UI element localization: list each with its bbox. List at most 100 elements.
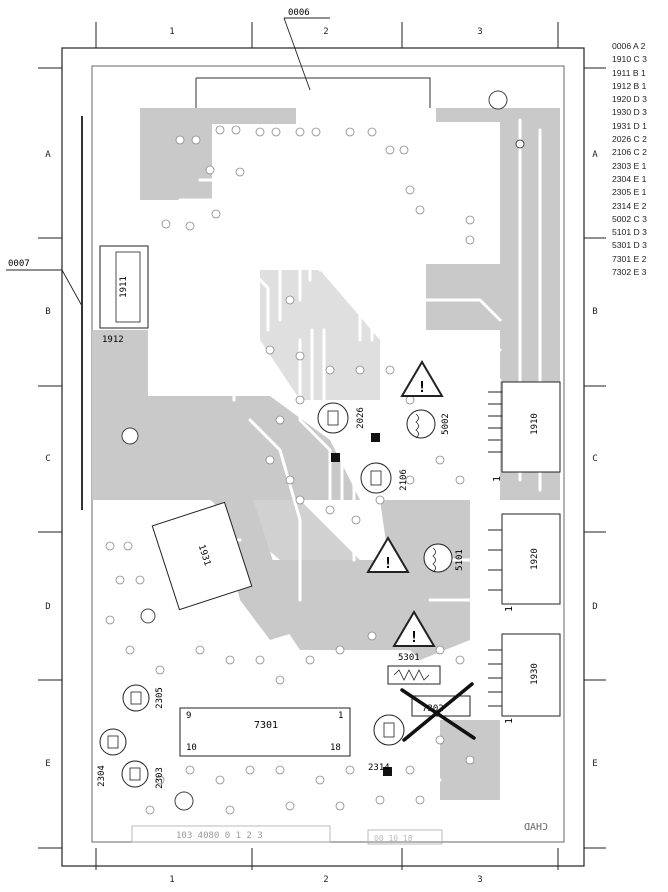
row-label-right-a: A: [592, 150, 598, 160]
index-entry: 2304 E 1: [612, 173, 647, 184]
row-label-right-b: B: [592, 307, 597, 317]
capacitor-2026: [317, 402, 349, 434]
index-entry: 2314 E 2: [612, 200, 647, 211]
part-number-box: [131, 825, 331, 843]
index-entry: 1910 C 3: [612, 54, 647, 65]
capacitor-2305-mark: [130, 691, 142, 705]
component-2106-label: 2106: [399, 469, 409, 491]
ic-7301-pin1: 1: [338, 711, 343, 721]
row-label-right-e: E: [592, 759, 597, 769]
capacitor-2106-mark: [370, 470, 382, 486]
coil-5101: [423, 543, 453, 573]
component-5301-label: 5301: [398, 653, 420, 663]
index-entry: 5101 D 3: [612, 227, 647, 238]
col-label-top-3: 3: [477, 27, 482, 37]
index-entry: 1911 B 1: [612, 67, 646, 78]
connector-1910-pins: [488, 391, 502, 453]
connector-0006-outline: [195, 77, 431, 108]
board-maker-mark: CHAD: [524, 822, 548, 833]
ic-7301-pin10: 10: [186, 743, 197, 753]
component-1911-body: [115, 251, 141, 323]
index-entry: 1920 D 3: [612, 94, 647, 105]
capacitor-2314-mark: [383, 722, 395, 738]
capacitor-2314: [373, 714, 405, 746]
component-1911-label: 1911: [119, 276, 129, 298]
warning-triangle-3: !: [392, 610, 436, 647]
mounting-holes: [121, 90, 525, 811]
row-label-right-c: C: [592, 454, 597, 464]
row-label-left-b: B: [45, 307, 50, 317]
component-2305-label: 2305: [155, 687, 165, 709]
index-entry: 7302 E 3: [612, 267, 647, 278]
board-part-number: 103 4080 0 1 2 3: [176, 831, 263, 841]
warning-triangle-1: !: [400, 360, 444, 397]
row-label-left-a: A: [45, 150, 51, 160]
component-1912-label: 1912: [102, 335, 124, 345]
resistor-5301-zigzag: [393, 669, 430, 681]
component-2304-label: 2304: [97, 765, 107, 787]
connector-1910-outline: [501, 381, 561, 473]
capacitor-2305: [122, 684, 150, 712]
capacitor-2304-mark: [107, 735, 119, 749]
resistor-5301: [387, 665, 441, 685]
solder-pads: [105, 125, 475, 815]
connector-1920-outline: [501, 513, 561, 605]
coil-5101-winding: [432, 547, 436, 573]
ic-7301-pin18: 18: [330, 743, 341, 753]
callout-0007-label: 0007: [8, 259, 30, 269]
date-code-box: [367, 829, 443, 845]
connector-1920-pins: [488, 529, 502, 591]
index-entry: 5002 C 3: [612, 213, 647, 224]
component-5002-label: 5002: [441, 413, 451, 435]
warning-3-symbol: !: [409, 628, 418, 646]
board-date-code: 00 10 18: [374, 834, 413, 843]
index-entry: 2026 C 2: [612, 134, 647, 145]
component-1910-label: 1910: [530, 413, 540, 435]
row-label-left-c: C: [45, 454, 50, 464]
row-label-right-d: D: [592, 602, 597, 612]
col-label-top-1: 1: [169, 27, 174, 37]
component-index-list: 0006 A 2 1910 C 3 1911 B 1 1912 B 1 1920…: [612, 40, 647, 279]
index-entry: 1912 B 1: [612, 80, 647, 91]
callout-0007-line: [61, 269, 83, 307]
index-entry: 1931 D 1: [612, 120, 647, 131]
square-pads: [331, 433, 392, 776]
col-label-bottom-1: 1: [169, 875, 174, 885]
grid-frame: [38, 22, 606, 870]
component-1920-label: 1920: [530, 548, 540, 570]
index-entry: 0006 A 2: [612, 41, 646, 51]
col-label-top-2: 2: [323, 27, 328, 37]
index-entry: 7301 E 2: [612, 253, 647, 264]
ic-7301-label: 7301: [254, 720, 278, 731]
board-outline-outer: [61, 47, 585, 867]
index-entry: 2106 C 2: [612, 147, 647, 158]
capacitor-2106: [360, 462, 392, 494]
col-label-bottom-3: 3: [477, 875, 482, 885]
connector-1930-pins: [488, 649, 502, 707]
component-2314-label: 2314: [368, 763, 390, 773]
warning-2-symbol: !: [383, 554, 392, 572]
coil-5002: [406, 409, 436, 439]
capacitor-2026-mark: [327, 410, 339, 426]
connector-1930-outline: [501, 633, 561, 717]
component-7302-cross: [400, 682, 476, 742]
capacitor-2303: [121, 760, 149, 788]
callout-0006-line: [283, 17, 311, 91]
conn-1920-pin1: 1: [504, 606, 515, 612]
coil-5002-winding: [415, 413, 419, 439]
row-label-left-e: E: [45, 759, 50, 769]
index-entry: 2305 E 1: [612, 187, 647, 198]
index-entry: 5301 D 3: [612, 240, 647, 251]
warning-1-symbol: !: [417, 378, 426, 396]
ic-7301-outline: [179, 707, 351, 757]
conn-1910-pin1: 1: [492, 476, 503, 482]
index-entry: 1930 D 3: [612, 107, 647, 118]
component-5101-label: 5101: [455, 549, 465, 571]
row-label-left-d: D: [45, 602, 50, 612]
conn-1930-pin1: 1: [504, 718, 515, 724]
component-1930-label: 1930: [530, 663, 540, 685]
capacitor-2303-mark: [129, 767, 141, 781]
component-2303-label: 2303: [155, 767, 165, 789]
index-entry: 2303 E 1: [612, 160, 647, 171]
col-label-bottom-2: 2: [323, 875, 328, 885]
